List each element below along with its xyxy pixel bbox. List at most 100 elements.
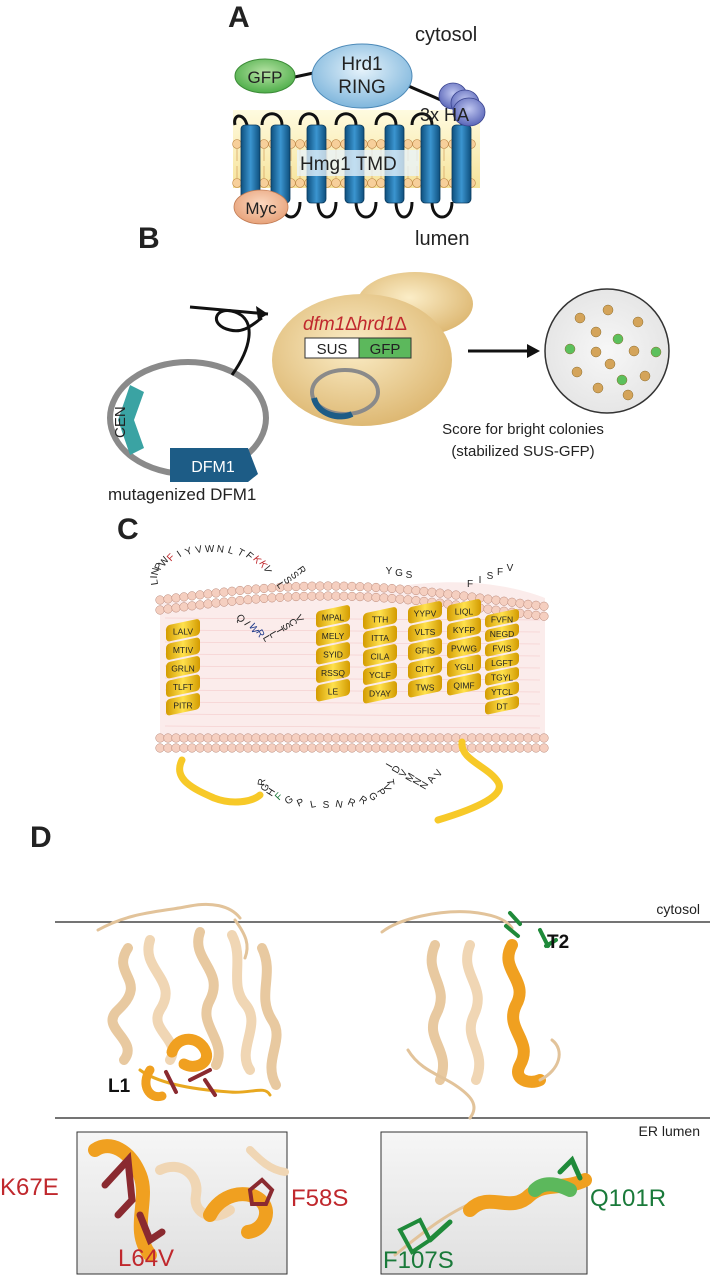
loop-residue: F <box>467 579 473 590</box>
helix-turn <box>408 601 442 624</box>
cytosol-label: cytosol <box>415 24 477 46</box>
lipid-head <box>155 595 165 605</box>
lipid-head <box>379 583 389 593</box>
lipid-head <box>179 743 189 753</box>
lipid-head <box>315 743 325 753</box>
k67e-label: K67E <box>0 1174 59 1201</box>
lipid-head <box>387 583 397 594</box>
l1-label: L1 <box>108 1076 131 1097</box>
cytosolic-loops <box>260 112 434 126</box>
lipid-head <box>347 581 357 591</box>
lipid-head <box>499 743 509 753</box>
lipid-head <box>283 733 293 743</box>
helix-turn <box>485 623 519 642</box>
lipid-head <box>195 600 205 610</box>
lipid-head <box>307 743 317 753</box>
loop-residue: V <box>380 783 393 793</box>
lipid-head <box>267 733 277 743</box>
lipid-head <box>243 595 253 605</box>
lipid-head <box>475 733 485 743</box>
lipid-head <box>427 733 437 743</box>
lipid-head <box>347 743 357 753</box>
lipid-head <box>227 743 237 753</box>
helix-residues: LGFT <box>491 658 513 668</box>
lipid-head <box>251 733 261 743</box>
lipid-head <box>531 733 541 743</box>
lipid-head <box>267 593 277 603</box>
loop-residue: I <box>241 620 252 628</box>
lipid-head <box>291 582 301 592</box>
helix-residues: NEGD <box>490 629 515 639</box>
lipid-head <box>299 733 309 743</box>
lipid-head <box>395 743 405 753</box>
helix-residues: MELY <box>322 631 345 641</box>
lipid-head <box>531 600 541 610</box>
lipid-head <box>339 733 349 743</box>
lipid-head <box>195 590 205 600</box>
helix-residues: LIQL <box>455 606 474 616</box>
loop-residue: T <box>273 625 286 636</box>
lipid-head <box>339 743 349 753</box>
helix-turn <box>485 696 519 715</box>
d-cytosol-label: cytosol <box>656 901 700 917</box>
helix-residues: FVIS <box>493 643 512 653</box>
loop-residue: N <box>150 567 162 576</box>
loop-residue: G <box>395 568 403 579</box>
panel-c: C LALVMTIVGRLNTLFTPITRMPALMELYSYIDRSSQLE… <box>117 513 549 824</box>
lipid-head <box>531 610 541 620</box>
lipid-head <box>363 733 373 743</box>
lipid-head <box>235 585 245 595</box>
helix-turn <box>363 607 397 630</box>
lipid-head <box>507 597 517 607</box>
lipid-head <box>419 743 429 753</box>
loop-residue: L <box>267 630 280 641</box>
lipid-head <box>267 743 277 753</box>
lipid-head <box>179 592 189 602</box>
ha-label: 3x HA <box>420 105 469 125</box>
lipid-head <box>243 743 253 753</box>
loop-residue: L <box>309 799 317 811</box>
helix-turn <box>316 623 350 646</box>
helix-turn <box>447 617 481 640</box>
lipid-head <box>523 599 533 609</box>
helix-turn <box>316 642 350 665</box>
lipid-head <box>243 733 253 743</box>
lipid-head <box>283 592 293 602</box>
helix-turn <box>408 656 442 679</box>
loop-residue: G <box>283 794 296 808</box>
cen-element <box>118 385 144 455</box>
lipid-head <box>331 591 341 601</box>
lipid-head <box>355 582 365 592</box>
lipid-head <box>235 595 245 605</box>
helix-turn <box>363 681 397 704</box>
lipid-head <box>155 733 165 743</box>
lipid-head <box>219 743 229 753</box>
loop-residue: P <box>374 787 387 799</box>
helix-turn <box>447 599 481 622</box>
helix-residues: VLTS <box>415 627 436 637</box>
lipid-head <box>363 582 373 592</box>
lipid-head <box>171 593 181 603</box>
panel-a-label: A <box>228 1 250 34</box>
helix-residues: PVWG <box>451 643 477 653</box>
dfm1-element <box>170 448 258 482</box>
tmd-label-bg <box>297 150 419 176</box>
lipid-head <box>499 596 509 606</box>
sus-label: SUS <box>317 341 348 358</box>
lipid-head <box>331 743 341 753</box>
lipid-head <box>531 743 541 753</box>
lipid-head <box>491 733 501 743</box>
lipid-head <box>427 743 437 753</box>
loop-residue: L <box>149 578 161 586</box>
helix-residues: KYFP <box>453 625 476 635</box>
helix-residues: TGYL <box>491 672 513 682</box>
colonies <box>564 304 662 401</box>
helix-residues: PITR <box>173 700 192 710</box>
d-lumen-label: ER lumen <box>639 1123 700 1139</box>
loop-residue: V <box>397 768 410 780</box>
helix-residues: GFIS <box>415 645 435 655</box>
lipid-head <box>507 733 517 743</box>
lipid-head <box>411 743 421 753</box>
lipid-head <box>363 743 373 753</box>
helix-residues: LE <box>328 686 339 696</box>
